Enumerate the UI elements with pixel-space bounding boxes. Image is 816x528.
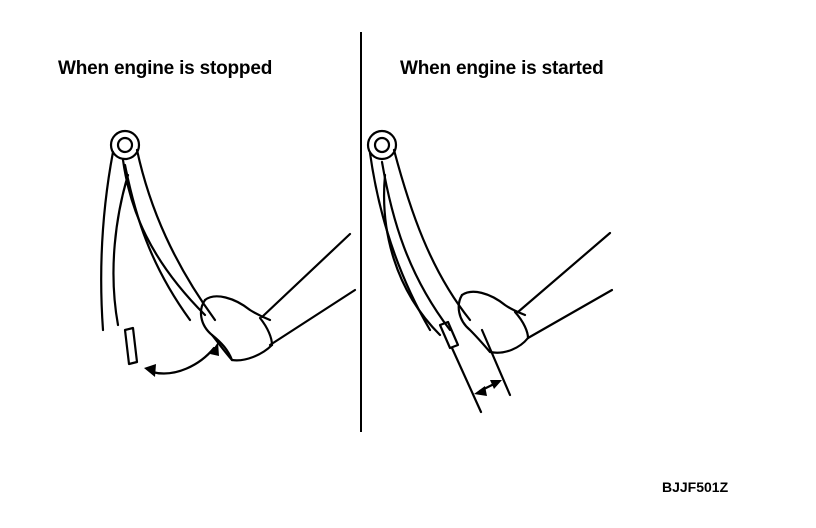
shoe-ankle-right	[513, 310, 530, 340]
pedal-arm-inner	[112, 173, 130, 327]
pedal-arm-outer	[100, 150, 115, 332]
pedal-stopped-illustration	[100, 129, 357, 377]
panel-divider	[360, 32, 362, 432]
panel-title-engine-started: When engine is started	[400, 58, 604, 79]
pedal-pivot-outer	[109, 129, 141, 161]
leg-lower	[268, 288, 357, 347]
travel-guide-left	[450, 346, 483, 414]
pedal-arm-inner2	[123, 163, 192, 322]
leg-lower-right	[526, 288, 614, 340]
shoe-ankle	[258, 316, 274, 347]
shoe-heel	[210, 333, 234, 362]
double-headed-arrow-icon	[474, 380, 502, 396]
pedal-arm-outer-right	[368, 151, 432, 332]
leg-upper	[260, 232, 352, 319]
pedal-arm-front	[135, 148, 217, 322]
pedal-started-illustration	[366, 129, 614, 414]
pedal-pad	[123, 326, 139, 366]
swing-arc	[150, 346, 216, 375]
panel-title-engine-stopped: When engine is stopped	[58, 58, 273, 79]
leg-upper-right	[516, 231, 612, 314]
pedal-arm-back	[121, 158, 207, 317]
pedal-arm-mid-right	[380, 160, 452, 332]
pedal-arm-inner-right	[383, 173, 442, 337]
shoe-toe-right	[460, 290, 527, 317]
travel-guide-right	[480, 328, 512, 397]
figure-code: BJJF501Z	[662, 479, 729, 495]
double-headed-curved-arrow-icon	[144, 342, 219, 377]
shoe-sole	[199, 298, 274, 362]
shoe-toe	[203, 295, 272, 322]
shoe-sole-right	[457, 293, 530, 354]
pedal-pivot-inner	[116, 136, 134, 154]
pedal-arm-front-right	[392, 148, 472, 322]
pedal-pad-right	[438, 320, 460, 350]
pedal-pivot-outer-right	[366, 129, 398, 161]
pedal-pivot-inner-right	[373, 136, 391, 154]
